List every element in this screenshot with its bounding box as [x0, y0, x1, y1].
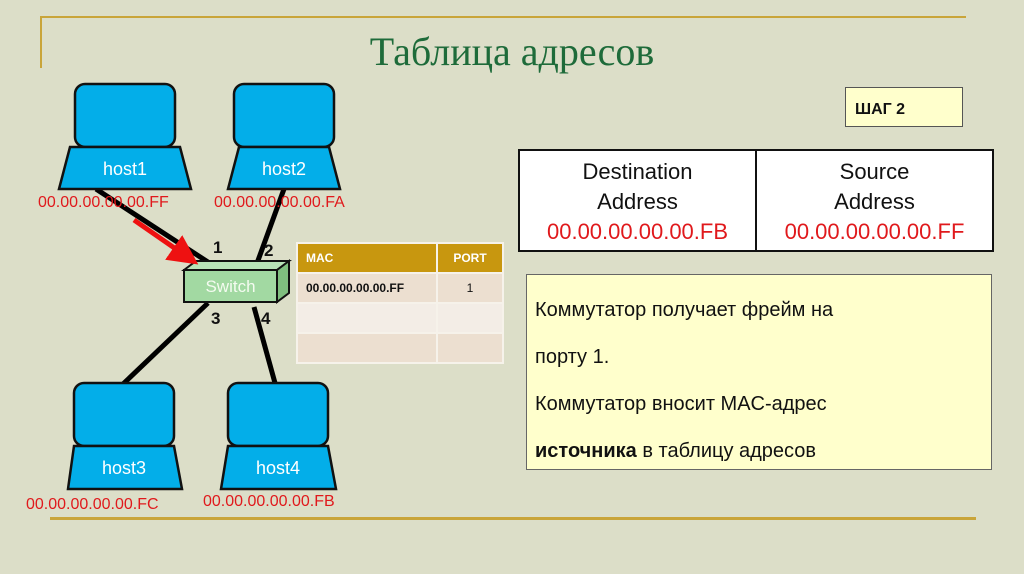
description-line-4: источника в таблицу адресов	[535, 428, 991, 475]
description-line-2: порту 1.	[535, 346, 610, 368]
mac-cell: 00.00.00.00.00.FF	[296, 272, 438, 304]
destination-address-field: Destination Address 00.00.00.00.00.FB	[520, 151, 755, 250]
host1-mac-address: 00.00.00.00.00.FF	[38, 194, 169, 211]
host4-computer-icon	[219, 381, 338, 491]
top-rule	[40, 16, 966, 18]
destination-label-line2: Address	[597, 189, 678, 214]
left-rule	[40, 16, 42, 68]
source-address-field: Source Address 00.00.00.00.00.FF	[755, 151, 992, 250]
mac-cell	[296, 332, 438, 364]
host2-label: host2	[261, 159, 307, 179]
cable-port-3	[120, 301, 210, 387]
table-header-row: MAC PORT	[296, 242, 504, 274]
port-cell	[436, 302, 504, 334]
source-address: 00.00.00.00.00.FF	[784, 219, 965, 244]
mac-address-table: MAC PORT 00.00.00.00.00.FF 1	[296, 242, 504, 364]
bottom-rule	[50, 517, 976, 520]
description-line-4-rest: в таблицу адресов	[636, 440, 817, 462]
host2-computer-icon	[226, 82, 342, 191]
description-line-1: Коммутатор получает фрейм на	[535, 299, 834, 321]
header-mac: MAC	[296, 242, 438, 274]
table-row	[296, 302, 504, 334]
cable-port-4	[251, 306, 278, 384]
port-4-label: 4	[261, 309, 271, 328]
source-label-line1: Source	[839, 159, 910, 184]
port-cell	[436, 332, 504, 364]
host3-computer-icon	[66, 381, 184, 491]
switch-icon	[181, 259, 292, 304]
host1-computer-icon	[57, 82, 193, 191]
host4-mac-address: 00.00.00.00.00.FB	[203, 493, 335, 510]
port-cell: 1	[436, 272, 504, 304]
port-1-label: 1	[213, 238, 223, 257]
description-note: Коммутатор получает фрейм на порту 1. Ко…	[526, 274, 992, 470]
destination-address: 00.00.00.00.00.FB	[546, 219, 729, 244]
slide-title: Таблица адресов	[369, 29, 655, 74]
host2-mac-address: 00.00.00.00.00.FA	[214, 194, 345, 211]
cable-port-2	[253, 188, 287, 267]
frame-arrow-icon	[132, 217, 199, 265]
destination-label-line1: Destination	[582, 159, 693, 184]
description-bold-word: источника	[535, 440, 637, 462]
source-label-line2: Address	[834, 189, 915, 214]
host4-label: host4	[255, 458, 301, 478]
table-row: 00.00.00.00.00.FF 1	[296, 272, 504, 304]
mac-cell	[296, 302, 438, 334]
header-port: PORT	[436, 242, 504, 274]
host3-label: host3	[101, 458, 147, 478]
ethernet-frame: Destination Address 00.00.00.00.00.FB So…	[518, 149, 994, 252]
port-2-label: 2	[264, 241, 274, 260]
host3-mac-address: 00.00.00.00.00.FC	[26, 496, 159, 513]
port-3-label: 3	[211, 309, 221, 328]
host1-label: host1	[102, 159, 148, 179]
switch-label: Switch	[205, 277, 256, 296]
description-line-3: Коммутатор вносит MAC-адрес	[535, 393, 827, 415]
step-badge: ШАГ 2	[845, 87, 963, 127]
table-row	[296, 332, 504, 364]
